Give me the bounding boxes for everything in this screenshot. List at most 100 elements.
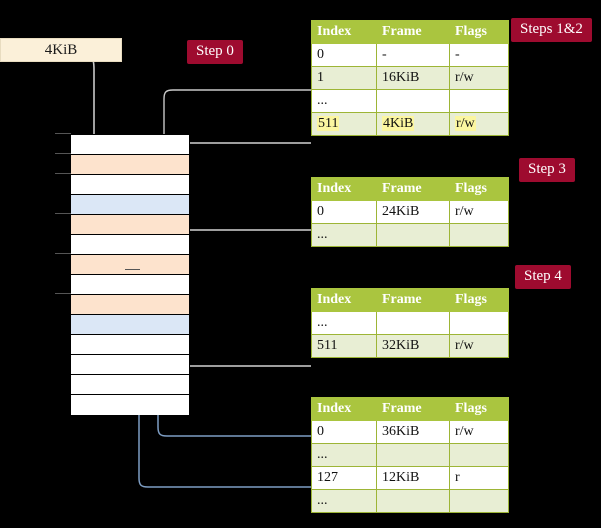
cell-flags: r/w	[449, 420, 509, 444]
cell-flags	[449, 311, 509, 335]
page-table-level-3: Index Frame Flags 0 24KiB r/w ...	[311, 177, 509, 247]
page-table-level-1: Index Frame Flags 0 36KiB r/w ... 127 12…	[311, 397, 509, 513]
column-header-flags: Flags	[449, 397, 509, 421]
memory-row	[71, 375, 189, 395]
memory-row	[71, 155, 189, 175]
column-header-flags: Flags	[449, 288, 509, 312]
column-header-flags: Flags	[449, 20, 509, 44]
badge-step-4: Step 4	[515, 265, 571, 289]
memory-row	[71, 315, 189, 335]
table-header-row: Index Frame Flags	[311, 20, 509, 44]
memory-row	[71, 335, 189, 355]
memory-row	[71, 215, 189, 235]
cell-frame: 24KiB	[376, 200, 450, 224]
column-header-frame: Frame	[376, 397, 450, 421]
cell-index: ...	[311, 89, 377, 113]
physical-memory-column	[70, 134, 190, 415]
memory-row	[71, 355, 189, 375]
table-row: 0 24KiB r/w	[311, 200, 509, 224]
cell-flags: r/w	[449, 334, 509, 358]
badge-steps-1-2: Steps 1&2	[511, 18, 592, 42]
cell-frame: 36KiB	[376, 420, 450, 444]
table-header-row: Index Frame Flags	[311, 177, 509, 201]
memory-tick	[55, 133, 71, 134]
cell-index: 0	[311, 200, 377, 224]
cell-frame: 32KiB	[376, 334, 450, 358]
table-row: 511 32KiB r/w	[311, 334, 509, 358]
cell-index: 0	[311, 420, 377, 444]
table-header-row: Index Frame Flags	[311, 288, 509, 312]
source-box-label: 4KiB	[44, 41, 78, 58]
cell-index: 1	[311, 66, 377, 90]
cell-flags: r	[449, 466, 509, 490]
memory-tick	[55, 293, 71, 294]
cell-flags	[449, 443, 509, 467]
source-box-4kib: 4KiB	[0, 38, 122, 62]
table-row: ...	[311, 223, 509, 247]
table-row: ...	[311, 443, 509, 467]
cell-frame	[376, 223, 450, 247]
table-row: ...	[311, 311, 509, 335]
column-header-frame: Frame	[376, 177, 450, 201]
table-row: 0 36KiB r/w	[311, 420, 509, 444]
cell-frame: 4KiB	[376, 112, 450, 136]
table-header-row: Index Frame Flags	[311, 397, 509, 421]
memory-tick	[55, 253, 71, 254]
cell-flags	[449, 89, 509, 113]
cell-frame	[376, 89, 450, 113]
cell-index: ...	[311, 489, 377, 513]
cell-index: 511	[311, 112, 377, 136]
column-header-index: Index	[311, 397, 377, 421]
cell-frame: -	[376, 43, 450, 67]
column-header-index: Index	[311, 177, 377, 201]
table-row: 1 16KiB r/w	[311, 66, 509, 90]
cell-frame	[376, 489, 450, 513]
cell-index: ...	[311, 443, 377, 467]
table-row: 127 12KiB r	[311, 466, 509, 490]
memory-tick	[55, 173, 71, 174]
column-header-frame: Frame	[376, 288, 450, 312]
memory-row	[71, 275, 189, 295]
cell-frame: 16KiB	[376, 66, 450, 90]
highlight-flags: r/w	[455, 115, 476, 131]
column-header-frame: Frame	[376, 20, 450, 44]
badge-step-3: Step 3	[519, 158, 575, 182]
memory-row	[71, 135, 189, 270]
highlight-frame: 4KiB	[382, 115, 415, 131]
table-row: ...	[311, 489, 509, 513]
wire-step3	[178, 229, 311, 265]
memory-row	[71, 175, 189, 195]
memory-tick	[55, 153, 71, 154]
cell-flags: r/w	[449, 200, 509, 224]
memory-row	[71, 255, 189, 275]
page-table-level-4: Index Frame Flags 0 - - 1 16KiB r/w ...	[311, 20, 509, 136]
column-header-flags: Flags	[449, 177, 509, 201]
cell-index: 511	[311, 334, 377, 358]
cell-index: 0	[311, 43, 377, 67]
badge-step-0: Step 0	[187, 40, 243, 64]
cell-index: ...	[311, 223, 377, 247]
cell-frame: 12KiB	[376, 466, 450, 490]
column-header-index: Index	[311, 20, 377, 44]
cell-flags: r/w	[449, 66, 509, 90]
cell-frame	[376, 311, 450, 335]
memory-tick	[55, 213, 71, 214]
column-header-index: Index	[311, 288, 377, 312]
cell-frame	[376, 443, 450, 467]
table-row: 0 - -	[311, 43, 509, 67]
highlight-index: 511	[317, 115, 340, 131]
cell-flags	[449, 223, 509, 247]
wire-steps12-b	[178, 142, 311, 165]
memory-row	[71, 235, 189, 255]
cell-flags	[449, 489, 509, 513]
page-table-level-2: Index Frame Flags ... 511 32KiB r/w	[311, 288, 509, 358]
table-row-highlighted: 511 4KiB r/w	[311, 112, 509, 136]
table-row: ...	[311, 89, 509, 113]
cell-index: 127	[311, 466, 377, 490]
cell-flags: -	[449, 43, 509, 67]
cell-index: ...	[311, 311, 377, 335]
cell-flags: r/w	[449, 112, 509, 136]
memory-row	[71, 195, 189, 215]
memory-row	[71, 395, 189, 415]
